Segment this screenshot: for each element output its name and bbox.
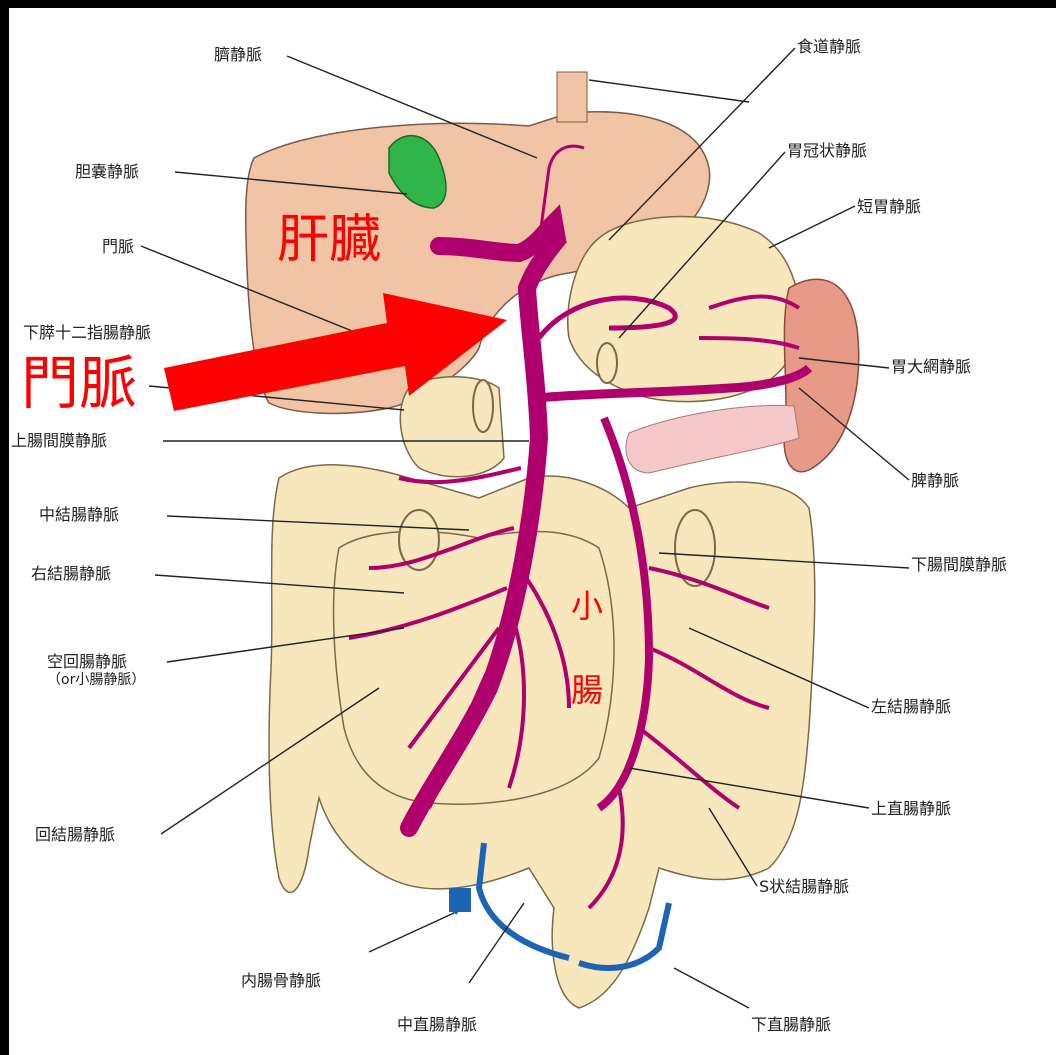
- label-gallbladder-vein: 胆嚢静脈: [75, 163, 139, 181]
- diagram-canvas: 臍静脈 胆嚢静脈 門脈 下膵十二指腸静脈 上腸間膜静脈 中結腸静脈 右結腸静脈 …: [9, 8, 1056, 1055]
- label-short-gastric-vein: 短胃静脈: [857, 198, 921, 216]
- portal-vein-illustration: [9, 8, 1056, 1055]
- label-right-colic-vein: 右結腸静脈: [31, 565, 111, 583]
- label-jejunal-ileal-vein: 空回腸静脈 （or小腸静脈）: [47, 653, 145, 689]
- label-jejunal-ileal-vein-sub: （or小腸静脈）: [47, 671, 145, 689]
- annotation-small-intestine-2: 腸: [571, 672, 603, 708]
- label-gastroepiploic-vein: 胃大網静脈: [891, 358, 971, 376]
- pancreas: [626, 405, 799, 473]
- label-left-colic-vein: 左結腸静脈: [871, 698, 951, 716]
- duodenum-cut: [473, 380, 493, 432]
- stomach-cut: [597, 343, 617, 383]
- label-internal-iliac-vein: 内腸骨静脈: [241, 972, 321, 990]
- label-coronary-gastric-vein: 胃冠状静脈: [787, 142, 867, 160]
- label-superior-mesenteric-vein: 上腸間膜静脈: [11, 432, 107, 450]
- annotation-portal-vein: 門脈: [21, 352, 137, 414]
- label-inferior-mesenteric-vein: 下腸間膜静脈: [911, 556, 1007, 574]
- label-inferior-pancreaticoduodenal-vein: 下膵十二指腸静脈: [23, 324, 151, 342]
- label-jejunal-ileal-vein-main: 空回腸静脈: [47, 653, 145, 671]
- label-splenic-vein: 脾静脈: [911, 472, 959, 490]
- internal-iliac-vein-marker: [449, 888, 471, 912]
- esophagus: [557, 72, 587, 122]
- label-sigmoid-vein: S状結腸静脈: [759, 878, 849, 896]
- label-middle-colic-vein: 中結腸静脈: [39, 506, 119, 524]
- label-ileocolic-vein: 回結腸静脈: [35, 826, 115, 844]
- small-intestine: [334, 531, 614, 804]
- annotation-liver: 肝臓: [277, 212, 381, 268]
- annotation-small-intestine-1: 小: [571, 588, 603, 624]
- label-esophageal-vein: 食道静脈: [797, 38, 861, 56]
- label-portal-vein: 門脈: [102, 238, 134, 256]
- label-middle-rectal-vein: 中直腸静脈: [397, 1016, 477, 1034]
- label-umbilical-vein: 臍静脈: [214, 46, 262, 64]
- label-inferior-rectal-vein: 下直腸静脈: [751, 1016, 831, 1034]
- label-superior-rectal-vein: 上直腸静脈: [871, 800, 951, 818]
